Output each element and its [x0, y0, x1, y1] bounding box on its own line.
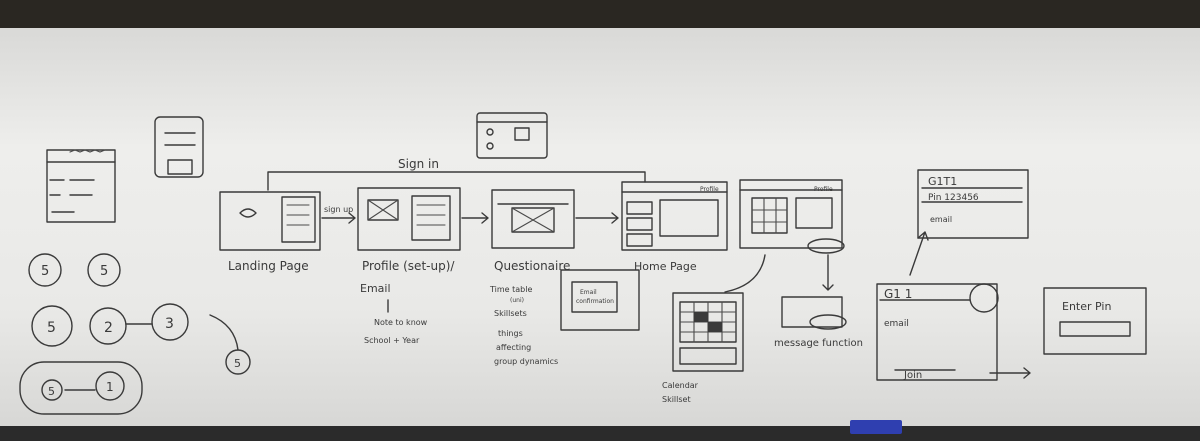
email-conf-1: Email [580, 289, 597, 296]
enter-pin-label: Enter Pin [1062, 300, 1111, 313]
circle-5b: 5 [100, 264, 108, 279]
profile-tab-label: Profile [700, 186, 719, 193]
arrow-to-home [575, 212, 619, 224]
circle-2: 2 [104, 320, 113, 336]
timetable-label: Time table [489, 285, 532, 294]
group-screen-sketch [739, 179, 845, 254]
arrow-signup [321, 212, 356, 224]
circle-3: 3 [165, 316, 174, 332]
questionnaire-sketch [491, 189, 575, 249]
window-icon [476, 112, 548, 159]
calendar-label: Calendar [662, 381, 699, 390]
home-page-sketch [621, 181, 728, 251]
affecting-label: affecting [496, 343, 531, 352]
g1t1-label: G1T1 [928, 175, 957, 188]
circle-5c: 5 [47, 320, 56, 336]
things-label: things [498, 329, 523, 338]
circle-5d: 5 [234, 357, 241, 370]
g1-1-label: G1 1 [884, 287, 912, 301]
note-label: Note to know [374, 318, 428, 327]
profile-setup-sketch [357, 187, 461, 251]
message-sketch [781, 254, 847, 330]
join-label: Join [903, 370, 922, 381]
home-page-label: Home Page [634, 260, 697, 273]
landing-page-sketch [219, 191, 321, 251]
circle-5e: 5 [48, 385, 55, 398]
number-circles [19, 253, 251, 415]
email-small-label: email [884, 319, 909, 329]
wall-above-board [0, 0, 1200, 30]
group-label: group dynamics [494, 357, 558, 366]
login-sketch [46, 149, 116, 223]
circle-1: 1 [106, 380, 114, 394]
arrow-to-quest [461, 212, 489, 224]
skillsets-label: Skillsets [494, 309, 527, 318]
pin-num-label: Pin 123456 [928, 193, 979, 203]
pin-email-label: email [930, 215, 952, 224]
message-fn-label: message function [774, 338, 863, 349]
email-confirmation-sketch [560, 269, 640, 331]
email-conf-2: confirmation [576, 298, 614, 305]
landing-page-label: Landing Page [228, 259, 309, 273]
email-label: Email [360, 282, 391, 295]
circle-5a: 5 [41, 264, 49, 279]
sign-in-label: Sign in [398, 157, 439, 171]
pin-box-sketch [917, 169, 1029, 239]
profile-label: Profile (set-up)/ [362, 259, 455, 273]
timetable-sub: (uni) [510, 297, 524, 304]
curve-to-calendar [724, 254, 766, 293]
group-join-sketch [876, 231, 1031, 381]
sign-up-label: sign up [324, 205, 353, 214]
questionnaire-label: Questionaire [494, 259, 570, 273]
school-year-label: School + Year [364, 336, 420, 345]
whiteboard [0, 28, 1200, 428]
database-icon [154, 116, 204, 178]
profile-tab-label-2: Profile [814, 186, 833, 193]
skillset-label: Skillset [662, 395, 691, 404]
sign-in-connector [267, 171, 646, 191]
calendar-screen-sketch [672, 254, 766, 372]
eraser [850, 420, 902, 434]
enter-pin-sketch [1043, 287, 1147, 355]
